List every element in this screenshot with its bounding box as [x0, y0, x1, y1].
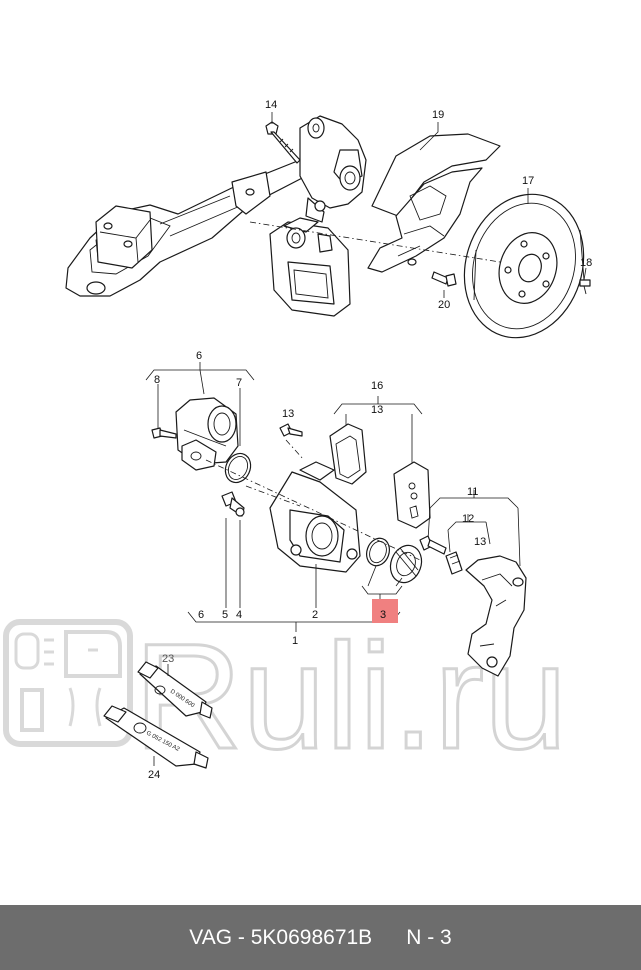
- guide-pin-12: [445, 551, 463, 575]
- bolt-20: [431, 271, 457, 287]
- callout-labels: 14 19 17 18 20 6 8 7 16 13 13 11 12 13 6…: [148, 99, 592, 781]
- callout-4: 4: [236, 609, 242, 621]
- callout-6-bottom: 6: [198, 609, 204, 621]
- caliper-housing-2: [269, 461, 361, 573]
- callout-18: 18: [580, 257, 592, 269]
- bracket-3: [361, 585, 403, 600]
- bolt-13a: [279, 423, 303, 437]
- callout-3: 3: [380, 609, 386, 621]
- wheel-bearing-housing: [299, 115, 367, 223]
- axis-line-middle-b: [245, 485, 301, 507]
- seal-ring-7: [224, 452, 252, 484]
- callout-8: 8: [154, 374, 160, 386]
- position-label: N - 3: [406, 925, 452, 949]
- callout-23: 23: [162, 653, 174, 665]
- bracket-11: [429, 490, 519, 509]
- callout-5: 5: [222, 609, 228, 621]
- brake-disc-17: [463, 193, 585, 339]
- brake-pad-inner: [329, 423, 367, 485]
- bleed-valve-5-4: [221, 491, 245, 517]
- brake-pad-outer: [393, 461, 431, 529]
- bolt-14: [265, 121, 301, 164]
- callout-20: 20: [438, 299, 450, 311]
- screw-18: [579, 279, 591, 295]
- seal-ring-3: [366, 537, 390, 567]
- callout-7: 7: [236, 377, 242, 389]
- highlight-part-3: [372, 599, 398, 623]
- exploded-brake-diagram: Ruli.ru: [3, 99, 592, 782]
- axis-line-middle-c: [285, 439, 305, 461]
- piston-boot-3: [389, 544, 423, 584]
- callout-24: 24: [148, 769, 160, 781]
- splash-shield-19: [367, 133, 501, 273]
- trailing-arm-assembly: [65, 159, 309, 297]
- caliper-top: [269, 217, 351, 317]
- bracket-12: [447, 514, 486, 531]
- callout-1: 1: [292, 635, 298, 647]
- callout-19: 19: [432, 109, 444, 121]
- callout-14: 14: [265, 99, 277, 111]
- callout-11: 11: [467, 486, 478, 498]
- callout-17: 17: [522, 175, 534, 187]
- callout-12: 12: [462, 513, 474, 525]
- callout-13-carrier: 13: [474, 536, 486, 548]
- grease-tube-24: G 052 150 A2: [103, 705, 209, 769]
- part-number-label: VAG - 5K0698671B: [189, 925, 373, 949]
- footer-bar: VAG - 5K0698671B N - 3: [0, 905, 641, 970]
- callout-13-pads: 13: [371, 404, 383, 416]
- callout-16: 16: [371, 380, 383, 392]
- axis-line-top: [249, 221, 501, 263]
- bracket-6: [145, 362, 255, 395]
- bracket-16: [333, 396, 423, 415]
- callout-6-top: 6: [196, 350, 202, 362]
- brake-carrier: [465, 555, 527, 677]
- grease-tube-23: D 000 600: [137, 661, 213, 719]
- caliper-motor-6: [175, 397, 239, 471]
- guide-bolt-11: [419, 535, 447, 555]
- axis-line-middle-a: [205, 459, 421, 561]
- callout-2: 2: [312, 609, 318, 621]
- bolt-8: [151, 427, 177, 439]
- watermark-car-icon: [14, 630, 122, 732]
- callout-13-bolt: 13: [282, 408, 294, 420]
